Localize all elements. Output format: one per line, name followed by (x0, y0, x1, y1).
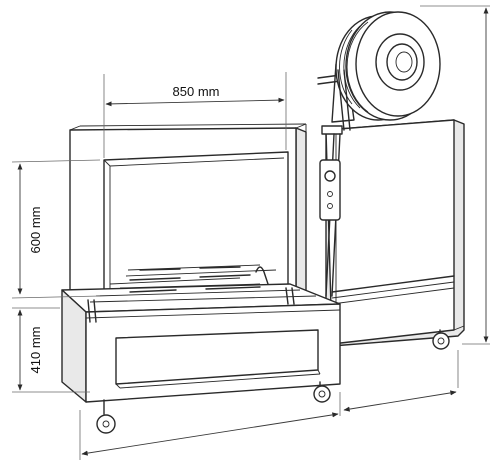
strap-reel (317, 11, 441, 123)
strapping-table (61, 264, 341, 403)
machine-cabinet (325, 119, 465, 347)
dimension-arch-height (11, 159, 101, 299)
table-height-label: 410 mm (28, 327, 43, 374)
table-wheel-front-right (313, 381, 331, 403)
dimension-cabinet-length (343, 350, 459, 412)
cabinet-wheel-rear (432, 329, 450, 350)
control-panel (319, 159, 341, 221)
width-label: 850 mm (173, 84, 220, 99)
dimension-table-height (12, 307, 90, 393)
arch-height-label: 600 mm (28, 207, 43, 254)
dimension-table-length (79, 392, 341, 460)
strapping-arch (69, 123, 307, 301)
dimension-overall-height (420, 5, 490, 345)
dimension-width (103, 72, 287, 158)
table-wheel-front-left (96, 399, 116, 434)
